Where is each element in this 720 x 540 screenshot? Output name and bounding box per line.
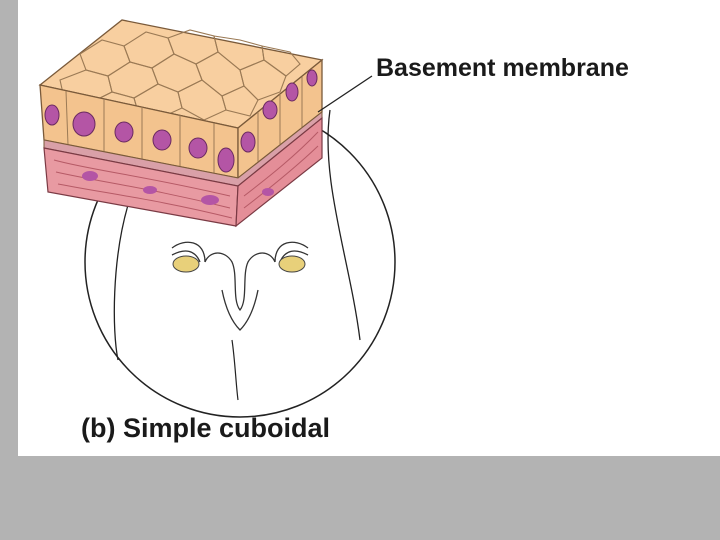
cell-nuclei bbox=[44, 69, 318, 173]
figure-caption: (b) Simple cuboidal bbox=[81, 413, 331, 443]
body-outline-right bbox=[327, 109, 361, 341]
left-ovary bbox=[172, 255, 200, 273]
connective-cells bbox=[82, 171, 274, 205]
body-outline-left bbox=[113, 204, 129, 361]
basement-membrane-label: Basement membrane bbox=[376, 54, 629, 82]
right-ovary bbox=[278, 255, 306, 273]
basement-membrane-leader bbox=[317, 75, 373, 113]
leg-gap bbox=[231, 339, 239, 401]
cell-front-divisions bbox=[65, 77, 303, 174]
uterus-illustration bbox=[171, 241, 309, 331]
connective-tissue-right bbox=[235, 116, 323, 228]
tissue-block bbox=[38, 19, 324, 228]
